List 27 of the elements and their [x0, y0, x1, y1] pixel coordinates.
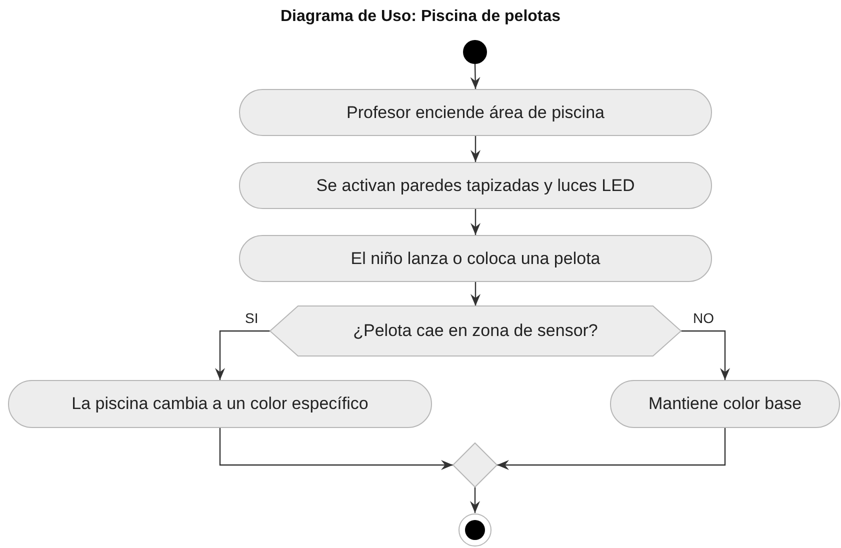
- arrow: [470, 209, 480, 235]
- arrow: [215, 330, 270, 380]
- decision-hexagon: [270, 306, 681, 356]
- node-text: El niño lanza o coloca una pelota: [350, 248, 600, 268]
- arrow: [497, 428, 726, 470]
- edge-label: NO: [693, 310, 714, 326]
- arrow: [681, 330, 730, 380]
- node-text: Mantiene color base: [648, 394, 802, 414]
- action-box: [610, 380, 840, 428]
- arrow: [219, 428, 453, 470]
- node-text: Se activan paredes tapizadas y luces LED: [316, 176, 635, 196]
- diagram-title: Diagrama de Uso: Piscina de pelotas: [279, 8, 562, 26]
- action-box: [8, 380, 432, 428]
- action-box: [239, 89, 712, 136]
- merge-diamond: [453, 443, 497, 487]
- arrow: [470, 282, 480, 306]
- start-node: [463, 40, 487, 64]
- arrow: [470, 136, 480, 162]
- node-text: La piscina cambia a un color específico: [72, 394, 368, 414]
- end-node: [458, 513, 492, 547]
- action-box: [239, 162, 712, 209]
- arrow: [470, 64, 480, 90]
- node-text: ¿Pelota cae en zona de sensor?: [353, 321, 598, 341]
- action-box: [239, 235, 712, 282]
- arrow: [470, 487, 480, 513]
- edge-label: SI: [245, 310, 258, 326]
- node-text: Profesor enciende área de piscina: [346, 102, 604, 122]
